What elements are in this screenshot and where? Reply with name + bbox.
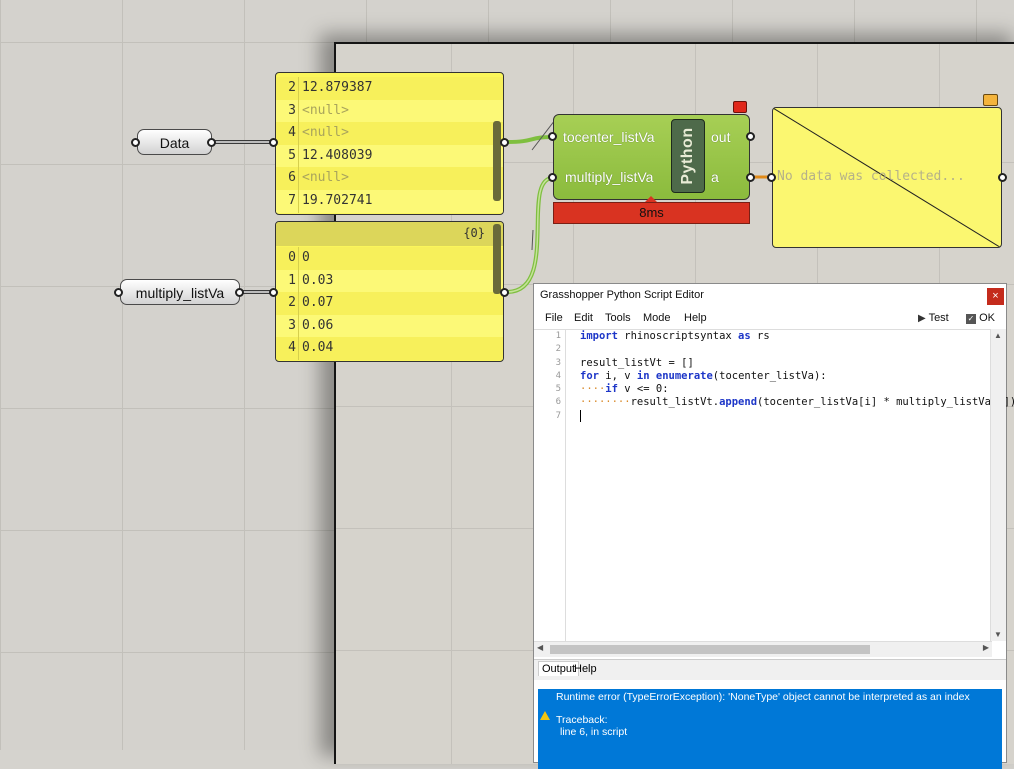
code-line: ····if v <= 0: [580,383,669,396]
panel-diagonal-line [773,108,1001,247]
data-param-input-grip[interactable] [131,138,140,147]
panel-row: 4<null> [276,122,503,145]
python-output-grip-2[interactable] [746,173,755,182]
menu-file[interactable]: File [545,312,563,324]
input-multiply-listva[interactable]: multiply_listVa [565,169,654,185]
multiply-param-input-grip[interactable] [114,288,123,297]
scroll-down-icon[interactable]: ▼ [994,630,1002,639]
python-script-editor[interactable]: Grasshopper Python Script Editor × File … [533,283,1014,769]
panel-scrollbar[interactable] [493,224,501,294]
scroll-left-icon[interactable]: ◀ [537,643,544,652]
close-button[interactable]: × [987,288,1004,305]
output-console[interactable]: Runtime error (TypeErrorException): 'Non… [538,689,1002,769]
tab-help[interactable]: Help [574,663,597,675]
code-line: ········result_listVt.append(tocenter_li… [580,396,1014,409]
menu-tools[interactable]: Tools [605,312,631,324]
wires [212,119,772,294]
code-line: result_listVt = [] [580,356,694,369]
panel-scrollbar[interactable] [493,121,501,201]
editor-menu-bar: File Edit Tools Mode Help ▶ Test ✓ OK [534,311,1006,329]
line-number-gutter: 1 2 3 4 5 6 7 [547,330,566,642]
data-param[interactable]: Data [137,129,212,155]
code-editor[interactable]: 1 2 3 4 5 6 7 import rhinoscriptsyntax a… [534,329,1014,642]
output-panel-output-grip[interactable] [998,173,1007,182]
menu-edit[interactable]: Edit [574,312,593,324]
output-tabs: Output Help [534,659,1006,680]
code-lines: import rhinoscriptsyntax as rs result_li… [580,330,1014,423]
panel-pin-icon[interactable] [983,94,998,106]
code-line: import rhinoscriptsyntax as rs [580,330,770,342]
timer-arrow-icon [645,196,657,202]
profiler-timer: 8ms [553,202,750,224]
code-line [580,343,1014,356]
menu-help[interactable]: Help [684,312,707,324]
output-a[interactable]: a [711,169,719,185]
scroll-right-icon[interactable]: ▶ [982,643,989,652]
error-flag-icon[interactable] [733,101,747,113]
multiply-listva-param[interactable]: multiply_listVa [120,279,240,305]
traceback-label: Traceback: [556,714,608,726]
code-line: for i, v in enumerate(tocenter_listVa): [580,369,827,382]
output-panel[interactable]: No data was collected... [772,107,1002,248]
panel-row: 3<null> [276,99,503,123]
output-panel-text: No data was collected... [777,169,965,184]
check-icon: ✓ [966,314,976,324]
python-input-grip-2[interactable] [548,173,557,182]
traceback-line: line 6, in script [560,726,628,738]
python-output-grip-1[interactable] [746,132,755,141]
error-message: Runtime error (TypeErrorException): 'Non… [556,691,970,703]
scroll-up-icon[interactable]: ▲ [994,331,1002,340]
menu-mode[interactable]: Mode [643,312,671,324]
multiply-panel-input-grip[interactable] [269,288,278,297]
test-button[interactable]: ▶ Test [918,312,949,324]
play-icon: ▶ [918,313,926,324]
panel-row: 6<null> [276,167,503,190]
data-panel-output-grip[interactable] [500,138,509,147]
tab-output[interactable]: Output [538,661,580,676]
python-component[interactable]: tocenter_listVa multiply_listVa Python o… [553,114,750,200]
output-out[interactable]: out [711,129,731,145]
python-component-name: Python [671,119,705,193]
horizontal-scroll-thumb[interactable] [550,645,870,654]
editor-title: Grasshopper Python Script Editor [540,289,704,301]
data-panel-input-grip[interactable] [269,138,278,147]
warning-icon [540,711,550,720]
code-line [580,409,1014,423]
ok-button[interactable]: ✓ OK [966,312,995,324]
data-param-output-grip[interactable] [207,138,216,147]
panel-path-header: {0} [276,222,503,246]
python-input-grip-1[interactable] [548,132,557,141]
multiply-panel-output-grip[interactable] [500,288,509,297]
output-panel-input-grip[interactable] [767,173,776,182]
vertical-scrollbar[interactable]: ▲ ▼ [990,329,1006,641]
multiply-param-output-grip[interactable] [235,288,244,297]
horizontal-scrollbar[interactable]: ◀ ▶ [534,641,992,657]
input-tocenter-listva[interactable]: tocenter_listVa [563,129,655,145]
